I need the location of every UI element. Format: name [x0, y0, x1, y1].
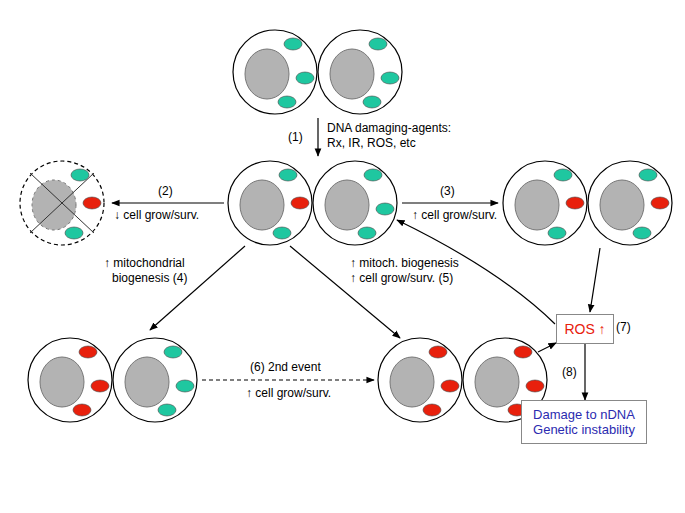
nucleus	[32, 180, 76, 230]
mitochondrion	[526, 380, 544, 392]
mitochondrion	[358, 227, 376, 239]
cell	[20, 161, 104, 245]
mitochondrion	[369, 38, 387, 50]
mitochondrion	[164, 346, 182, 358]
nucleus	[245, 49, 289, 99]
mitochondrion	[423, 404, 441, 416]
annotation-label: (1)	[288, 130, 303, 144]
annotation-label: (7)	[616, 320, 631, 334]
cells	[20, 30, 672, 422]
mitochondrion	[554, 169, 572, 181]
nucleus	[125, 357, 169, 407]
mitochondrion	[83, 197, 101, 209]
cell	[28, 338, 112, 422]
cell-membrane	[28, 338, 112, 422]
cross-mark	[30, 173, 94, 233]
connector-arrow	[584, 344, 585, 400]
cell	[228, 161, 312, 245]
mitochondrion	[65, 227, 83, 239]
arrow-1	[317, 118, 318, 156]
mitochondrion	[376, 203, 394, 215]
annotation-label: ↑ mitoch. biogenesis	[350, 256, 459, 270]
arrow-6	[202, 379, 374, 380]
arrow-3	[402, 202, 498, 203]
edge-label: (8)	[560, 365, 579, 379]
annotation-label: (3)	[440, 184, 455, 198]
nucleus	[330, 49, 374, 99]
nucleus	[390, 357, 434, 407]
mitochondrion	[633, 227, 651, 239]
mitochondrion	[296, 72, 314, 84]
nucleus	[240, 180, 284, 230]
mitochondrion	[429, 346, 447, 358]
nucleus	[475, 357, 519, 407]
arrows	[112, 118, 600, 380]
mitochondrion	[73, 404, 91, 416]
cell-membrane	[313, 161, 397, 245]
annotation-label: ↑ cell grow/surv.	[246, 386, 331, 400]
annotation-label: (2)	[158, 184, 173, 198]
cell	[113, 338, 197, 422]
nucleus	[600, 180, 644, 230]
mitochondrion	[381, 72, 399, 84]
annotation-label: ↑ mitochondrial	[104, 256, 185, 270]
cell	[318, 30, 402, 114]
mitochondrion	[279, 169, 297, 181]
cell	[233, 30, 317, 114]
cell	[313, 161, 397, 245]
annotation-label: biogenesis (4)	[112, 271, 187, 285]
annotation-label: ↓ cell grow/surv.	[114, 208, 199, 222]
annotation-label: ↑ cell grow/surv.	[412, 208, 497, 222]
mitochondrion	[176, 380, 194, 392]
cross-mark	[30, 173, 94, 233]
mitochondrion	[91, 380, 109, 392]
mitochondrion	[273, 227, 291, 239]
cell-membrane	[503, 161, 587, 245]
cell	[503, 161, 587, 245]
nucleus	[325, 180, 369, 230]
nucleus	[515, 180, 559, 230]
cell-membrane	[588, 161, 672, 245]
mitochondrion	[566, 197, 584, 209]
mitochondrion	[441, 380, 459, 392]
text-box: Damage to nDNA Genetic instability	[521, 400, 647, 444]
cell-membrane	[20, 161, 104, 245]
annotation-label: (6) 2nd event	[250, 360, 321, 374]
cell	[588, 161, 672, 245]
nucleus	[40, 357, 84, 407]
cell-membrane	[113, 338, 197, 422]
cell-membrane	[378, 338, 462, 422]
cell	[378, 338, 462, 422]
mitochondrion	[291, 197, 309, 209]
box-text: ROS ↑	[563, 321, 607, 337]
mitochondrion	[79, 346, 97, 358]
arrow-to-ros	[538, 343, 556, 352]
cell-membrane	[318, 30, 402, 114]
mitochondrion	[548, 227, 566, 239]
mitochondrion	[278, 96, 296, 108]
mitochondrion	[158, 404, 176, 416]
mitochondrion	[514, 346, 532, 358]
box-text: Damage to nDNA Genetic instability	[528, 407, 640, 437]
mitochondrion	[71, 169, 89, 181]
mitochondrion	[364, 169, 382, 181]
text-box: ROS ↑	[556, 314, 614, 344]
mitochondrion	[284, 38, 302, 50]
annotation-label: Rx, IR, ROS, etc	[327, 136, 416, 150]
cell-membrane	[228, 161, 312, 245]
annotation-label: ↑ cell grow/surv. (5)	[350, 271, 453, 285]
cell-membrane	[233, 30, 317, 114]
arrow-2	[112, 202, 224, 203]
arrow-to-ros	[590, 248, 600, 312]
mitochondrion	[639, 169, 657, 181]
mitochondrion	[651, 197, 669, 209]
annotation-label: DNA damaging-agents:	[327, 121, 451, 135]
mitochondrion	[363, 96, 381, 108]
